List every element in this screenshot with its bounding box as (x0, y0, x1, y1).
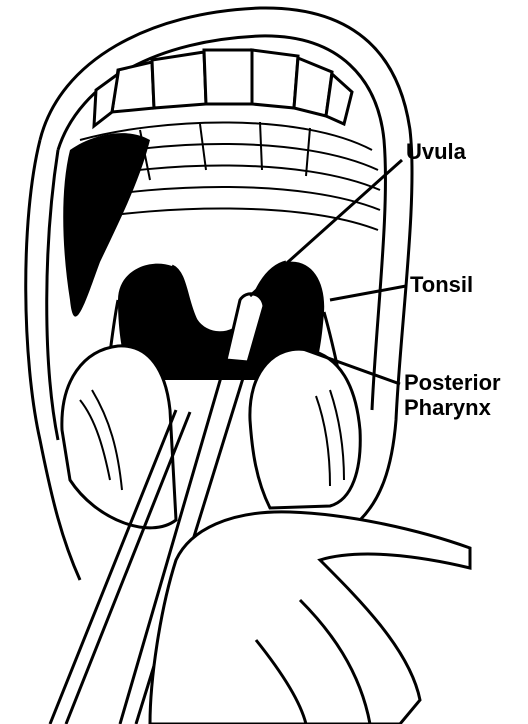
label-pharynx: Pharynx (404, 396, 491, 420)
upper-teeth (94, 50, 352, 126)
leader-tonsil (330, 286, 406, 300)
label-tonsil: Tonsil (410, 273, 473, 297)
leader-uvula (250, 160, 402, 296)
label-posterior: Posterior (404, 371, 501, 395)
label-uvula: Uvula (406, 140, 466, 164)
hand (150, 512, 470, 724)
